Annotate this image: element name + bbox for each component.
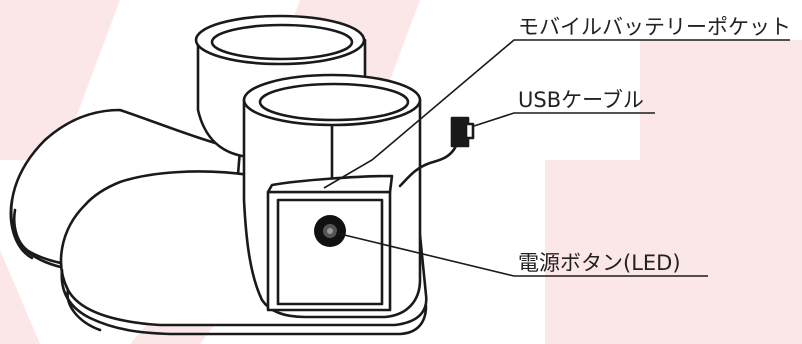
power-button	[314, 215, 346, 247]
battery-pocket-panel	[266, 190, 392, 312]
back-base-layer-2	[9, 198, 34, 260]
watermark-shape-bottom-left	[0, 250, 40, 344]
usb-plug-tip	[464, 122, 475, 140]
front-cup-rim-inner	[258, 82, 410, 122]
power-button-highlight	[327, 228, 333, 234]
battery-pocket-inner	[276, 198, 384, 306]
back-cup-rim-inner	[210, 23, 354, 61]
usb-cable-wire	[398, 144, 458, 188]
label-power-button: 電源ボタン(LED)	[518, 251, 681, 275]
front-base-layer-2	[66, 288, 102, 332]
watermark-block-right-top	[640, 40, 802, 160]
callout-leaders	[323, 39, 790, 277]
leader-battery-pocket	[323, 39, 790, 189]
label-battery-pocket: モバイルバッテリーポケット	[518, 15, 791, 39]
leader-power-button	[335, 232, 708, 277]
watermark-shape-left	[0, 0, 120, 160]
device-illustration	[9, 14, 475, 336]
label-usb-cable: USBケーブル	[518, 88, 644, 112]
watermark-block-right	[545, 160, 802, 344]
leader-usb-cable	[473, 112, 655, 127]
